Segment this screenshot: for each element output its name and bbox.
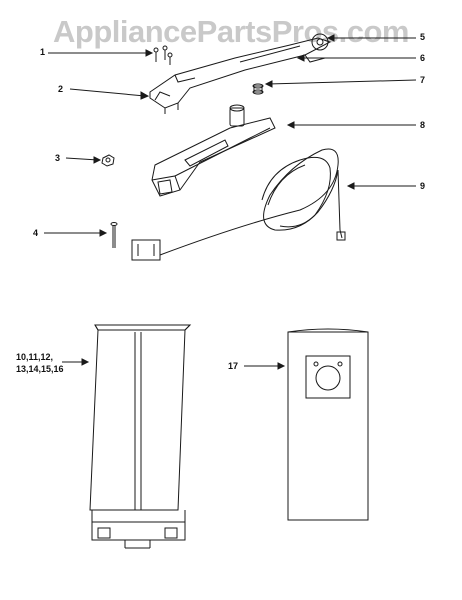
callout-3: 3 <box>55 153 61 163</box>
callout-1: 1 <box>40 47 46 57</box>
callout-5: 5 <box>420 32 426 42</box>
callout-6: 6 <box>420 53 426 63</box>
part-nut <box>101 154 115 167</box>
part-switch-housing <box>151 104 276 197</box>
part-paper-bag <box>287 328 369 521</box>
callout-10-16-line1: 10,11,12, <box>16 352 54 362</box>
callout-8: 8 <box>420 120 426 130</box>
part-bag-housing <box>89 324 192 549</box>
callout-2: 2 <box>58 84 64 94</box>
callout-17: 17 <box>228 361 239 371</box>
part-power-cord <box>131 148 346 261</box>
leader-lines <box>44 34 417 370</box>
part-long-screw <box>110 222 118 248</box>
callout-9: 9 <box>420 181 426 191</box>
part-handle-bracket <box>149 33 332 114</box>
callout-10-16-line2: 13,14,15,16 <box>16 364 64 374</box>
callout-7: 7 <box>420 75 426 85</box>
part-screws <box>48 45 173 65</box>
watermark-logo: AppliancePartsPros.com <box>53 14 409 49</box>
callout-4: 4 <box>33 228 39 238</box>
part-knob <box>252 83 264 95</box>
